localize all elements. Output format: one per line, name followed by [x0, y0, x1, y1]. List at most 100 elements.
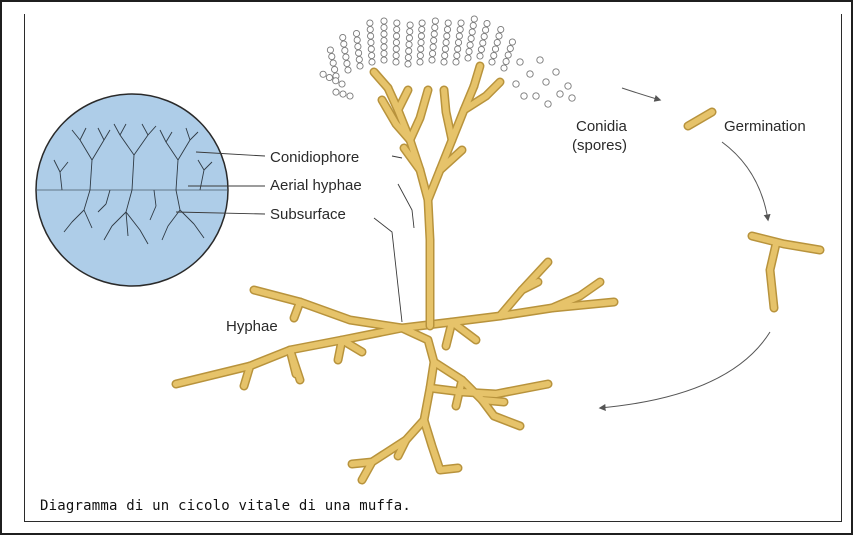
spore [340, 34, 346, 40]
label-germination: Germination [724, 118, 806, 135]
conidiophore-leader-right [392, 156, 402, 158]
spore [444, 33, 450, 39]
spore [406, 48, 412, 54]
germinating-spore [688, 112, 712, 126]
conidium [569, 95, 575, 101]
arrow-to-mycelium [600, 332, 770, 408]
spore [368, 46, 374, 52]
spore [492, 46, 498, 52]
spore [368, 33, 374, 39]
spore [393, 52, 399, 58]
spore [407, 22, 413, 28]
label-conidia: Conidia [576, 118, 628, 135]
spore [330, 60, 336, 66]
spore [468, 35, 474, 41]
spore [393, 39, 399, 45]
spore [442, 46, 448, 52]
spore [491, 52, 497, 58]
spore [430, 44, 436, 50]
spore [367, 20, 373, 26]
spore [333, 78, 339, 84]
spore [418, 46, 424, 52]
conidium [513, 81, 519, 87]
spore [469, 29, 475, 35]
spore [406, 41, 412, 47]
life-cycle-arrows [600, 88, 770, 408]
spore [344, 60, 350, 66]
spore [406, 35, 412, 41]
conidium [565, 83, 571, 89]
spore [465, 55, 471, 61]
spore [369, 59, 375, 65]
spore [507, 45, 513, 51]
spore [320, 71, 326, 77]
spore [381, 57, 387, 63]
spore [369, 52, 375, 58]
spore [327, 47, 333, 53]
spore [419, 20, 425, 26]
spore [405, 54, 411, 60]
spore [394, 20, 400, 26]
spore [326, 74, 332, 80]
spore [342, 47, 348, 53]
spore-chains [320, 16, 516, 99]
spore [381, 24, 387, 30]
spore [417, 52, 423, 58]
spore [470, 22, 476, 28]
conidium [517, 59, 523, 65]
spore [432, 24, 438, 30]
spore [489, 59, 495, 65]
spore [498, 26, 504, 32]
spore [345, 67, 351, 73]
spore [381, 37, 387, 43]
spore [458, 20, 464, 26]
spore [354, 37, 360, 43]
spore [357, 63, 363, 69]
spore [419, 26, 425, 32]
spore [431, 37, 437, 43]
arrow-to-germination [722, 142, 768, 220]
spore [418, 39, 424, 45]
spore [503, 58, 509, 64]
spore [477, 53, 483, 59]
spore [442, 52, 448, 58]
spore [381, 31, 387, 37]
spore [343, 54, 349, 60]
spore [509, 39, 515, 45]
spore [443, 39, 449, 45]
arrow-to-conidia [622, 88, 660, 100]
conidium [557, 91, 563, 97]
subsurface-leader-right [374, 218, 402, 322]
spore [393, 59, 399, 65]
spore [501, 65, 507, 71]
spore [340, 91, 346, 97]
spore [341, 41, 347, 47]
label-conidiophore: Conidiophore [270, 149, 359, 166]
spore [407, 28, 413, 34]
conidium [537, 57, 543, 63]
label-hyphae: Hyphae [226, 318, 278, 335]
conidiophore-structure [374, 66, 500, 326]
spore [496, 33, 502, 39]
spore [381, 18, 387, 24]
mycelium [176, 262, 614, 480]
spore [432, 18, 438, 24]
spore [494, 39, 500, 45]
conidium [543, 79, 549, 85]
spore [455, 39, 461, 45]
spore [418, 33, 424, 39]
spore [429, 57, 435, 63]
spore [455, 46, 461, 52]
spore [467, 42, 473, 48]
spore [353, 30, 359, 36]
spore [394, 26, 400, 32]
spore [347, 93, 353, 99]
spore [381, 50, 387, 56]
spore [417, 59, 423, 65]
spore [405, 61, 411, 67]
label-subsurface: Subsurface [270, 206, 346, 223]
spore [444, 26, 450, 32]
spore [483, 27, 489, 33]
spore [456, 33, 462, 39]
